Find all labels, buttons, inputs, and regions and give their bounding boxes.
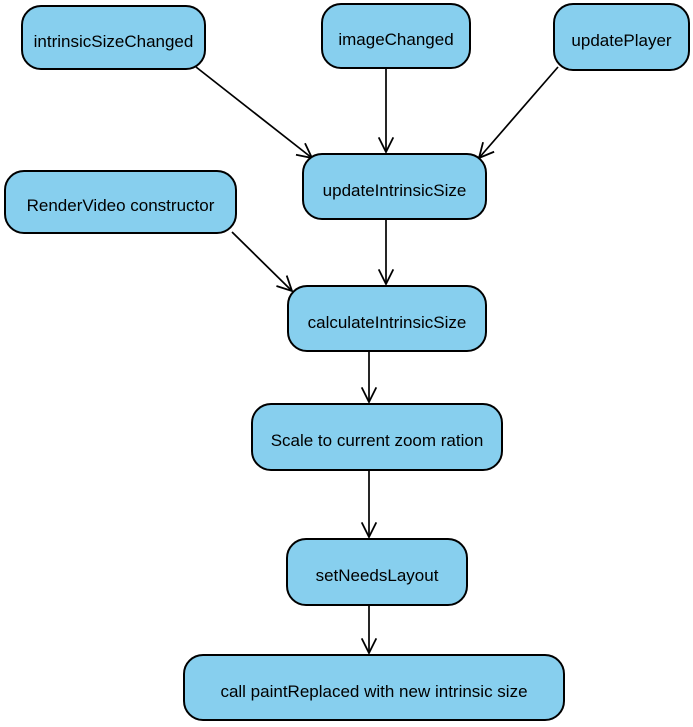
edge-intrinsicSizeChanged-to-updateIntrinsicSize [195,66,312,158]
edge-renderVideoConstructor-to-calculateIntrinsicSize [231,231,292,291]
node-setNeedsLayout: setNeedsLayout [286,538,468,606]
node-imageChanged: imageChanged [321,3,471,69]
node-scale-to-current-zoom-ration: Scale to current zoom ration [251,403,503,471]
node-calculateIntrinsicSize: calculateIntrinsicSize [287,285,487,352]
node-updateIntrinsicSize: updateIntrinsicSize [302,153,487,220]
node-call-paintReplaced: call paintReplaced with new intrinsic si… [183,654,565,721]
node-updatePlayer: updatePlayer [553,3,690,71]
node-intrinsicSizeChanged: intrinsicSizeChanged [21,5,206,70]
node-renderVideo-constructor: RenderVideo constructor [4,170,237,234]
edge-updatePlayer-to-updateIntrinsicSize [479,66,559,158]
